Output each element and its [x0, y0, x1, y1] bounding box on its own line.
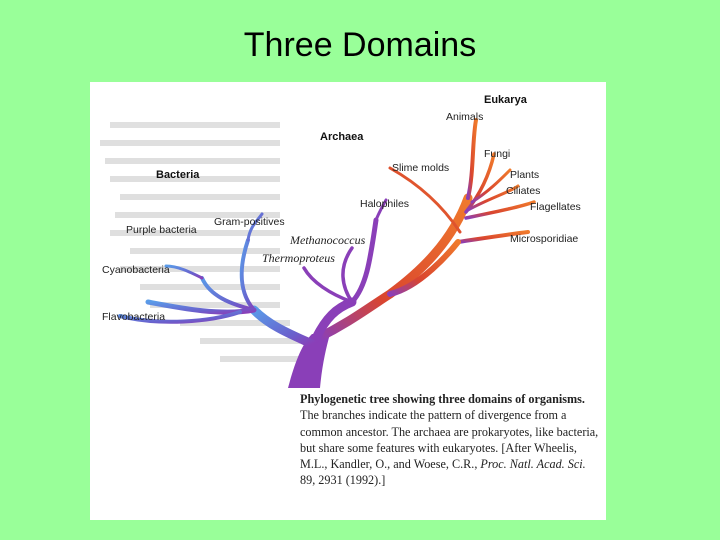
label-gram-positives: Gram-positives [214, 216, 285, 228]
bacteria-branch [118, 212, 317, 349]
caption-heading: Phylogenetic tree showing three domains … [300, 392, 585, 406]
label-animals: Animals [446, 111, 483, 123]
label-microsporidiae: Microsporidiae [510, 233, 578, 245]
tree-diagram: Eukarya Archaea Bacteria Animals Fungi S… [100, 94, 581, 388]
archaea-branch [302, 198, 388, 343]
tree-trunk [288, 334, 330, 388]
caption-body: The branches indicate the pattern of div… [300, 408, 599, 472]
caption-journal: Proc. Natl. Acad. Sci. [480, 457, 586, 472]
slide-title: Three Domains [243, 26, 477, 64]
label-thermoproteus: Thermoproteus [262, 251, 335, 265]
domain-label-bacteria: Bacteria [156, 169, 200, 181]
label-slime-molds: Slime molds [392, 162, 449, 174]
label-halophiles: Halophiles [360, 198, 409, 210]
label-fungi: Fungi [484, 148, 510, 160]
caption-tail: 89, 2931 (1992).] [300, 473, 386, 488]
label-cyanobacteria: Cyanobacteria [102, 264, 170, 276]
label-flavobacteria: Flavobacteria [102, 311, 165, 323]
eukarya-branch [313, 118, 536, 343]
label-plants: Plants [510, 169, 539, 181]
phylogenetic-tree-figure: Eukarya Archaea Bacteria Animals Fungi S… [90, 82, 606, 520]
domain-label-archaea: Archaea [320, 131, 364, 143]
label-methanococcus: Methanococcus [289, 233, 366, 247]
label-flagellates: Flagellates [530, 201, 581, 213]
label-purple-bacteria: Purple bacteria [126, 224, 197, 236]
label-ciliates: Ciliates [506, 185, 540, 197]
figure-caption: Phylogenetic tree showing three domains … [300, 391, 600, 489]
domain-label-eukarya: Eukarya [484, 94, 528, 106]
